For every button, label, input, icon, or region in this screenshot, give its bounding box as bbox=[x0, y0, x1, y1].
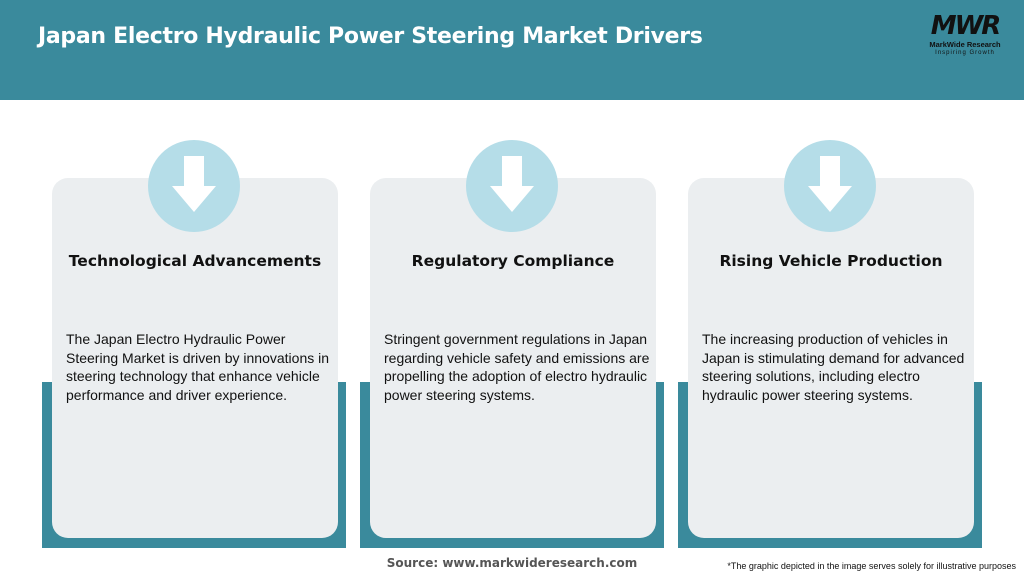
down-arrow-icon bbox=[466, 140, 558, 232]
logo-mark: MWR bbox=[930, 11, 1002, 41]
card-description: The increasing production of vehicles in… bbox=[702, 331, 965, 403]
page-title: Japan Electro Hydraulic Power Steering M… bbox=[38, 24, 703, 49]
card-panel: Technological Advancements The Japan Ele… bbox=[52, 140, 338, 538]
header-banner: Japan Electro Hydraulic Power Steering M… bbox=[0, 0, 1024, 100]
down-arrow-icon bbox=[148, 140, 240, 232]
driver-card-3: Rising Vehicle Production The increasing… bbox=[678, 140, 984, 548]
driver-card-1: Technological Advancements The Japan Ele… bbox=[42, 140, 348, 548]
down-arrow-icon bbox=[784, 140, 876, 232]
card-title: Technological Advancements bbox=[68, 252, 322, 270]
disclaimer-note: *The graphic depicted in the image serve… bbox=[727, 561, 1016, 571]
card-description: Stringent government regulations in Japa… bbox=[384, 331, 650, 403]
card-title: Rising Vehicle Production bbox=[719, 252, 943, 270]
source-credit: Source: www.markwideresearch.com bbox=[386, 556, 638, 570]
brand-logo: MWR MarkWide Research Inspiring Growth bbox=[920, 12, 1010, 62]
card-panel: Regulatory Compliance Stringent governme… bbox=[370, 140, 656, 538]
card-description: The Japan Electro Hydraulic Power Steeri… bbox=[66, 331, 330, 403]
driver-card-2: Regulatory Compliance Stringent governme… bbox=[360, 140, 666, 548]
logo-tagline: Inspiring Growth bbox=[935, 50, 995, 56]
card-title: Regulatory Compliance bbox=[411, 252, 615, 270]
card-panel: Rising Vehicle Production The increasing… bbox=[688, 140, 974, 538]
logo-name: MarkWide Research bbox=[929, 40, 1001, 49]
